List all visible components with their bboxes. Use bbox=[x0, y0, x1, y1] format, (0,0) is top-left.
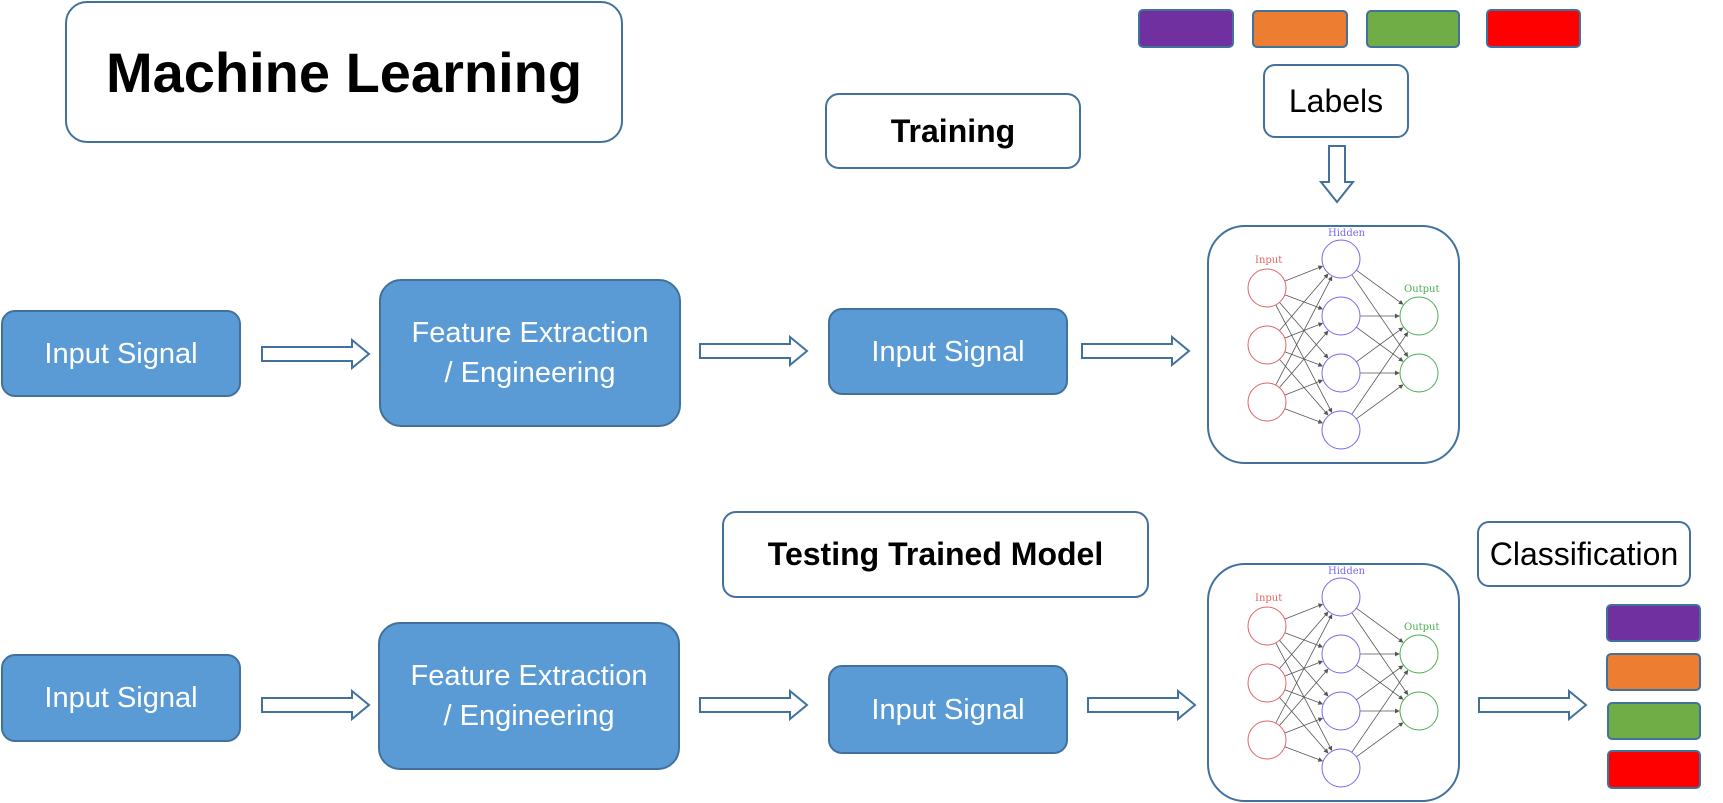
training-nn-edge-hidden-output bbox=[1351, 331, 1409, 415]
training-nn-hidden-node bbox=[1321, 296, 1361, 336]
testing-processed-signal-label: Input Signal bbox=[871, 693, 1025, 726]
testing-nn-edge-hidden-output bbox=[1351, 612, 1409, 696]
testing-arrow-4 bbox=[1478, 688, 1588, 722]
class-swatch-red bbox=[1607, 750, 1701, 789]
class-swatch-purple bbox=[1606, 604, 1701, 642]
testing-nn-edge-input-hidden bbox=[1275, 614, 1333, 724]
testing-nn-edge-input-hidden bbox=[1279, 668, 1329, 726]
testing-nn-output-label: Output bbox=[1404, 622, 1440, 633]
training-nn-hidden-node bbox=[1321, 353, 1361, 393]
training-nn-hidden-node bbox=[1321, 239, 1361, 279]
testing-nn-edge-input-hidden bbox=[1284, 746, 1324, 762]
testing-input-signal-label: Input Signal bbox=[44, 682, 198, 714]
testing-nn-edge-hidden-output bbox=[1356, 665, 1404, 701]
training-nn-edge-input-hidden bbox=[1279, 302, 1329, 359]
testing-neural-network-diagram bbox=[1247, 577, 1439, 788]
testing-heading-box: Testing Trained Model bbox=[722, 511, 1149, 598]
labels-caption-box: Labels bbox=[1263, 64, 1409, 138]
testing-nn-hidden-node bbox=[1321, 634, 1361, 674]
training-nn-edge-input-hidden bbox=[1279, 359, 1329, 416]
training-input-signal-box: Input Signal bbox=[1, 310, 241, 397]
testing-nn-edge-input-hidden bbox=[1279, 697, 1329, 754]
testing-arrow-2 bbox=[699, 688, 809, 722]
labels-caption: Labels bbox=[1288, 82, 1384, 119]
training-nn-hidden-label: Hidden bbox=[1328, 228, 1366, 239]
training-processed-signal-label: Input Signal bbox=[871, 335, 1025, 368]
training-heading-box: Training bbox=[825, 93, 1081, 169]
training-neural-network-diagram bbox=[1247, 239, 1439, 450]
testing-feature-line2: / Engineering bbox=[443, 700, 615, 732]
testing-nn-input-node bbox=[1247, 720, 1287, 760]
page-title: Machine Learning bbox=[105, 40, 583, 104]
training-arrow-3 bbox=[1081, 334, 1191, 368]
training-nn-edge-input-hidden bbox=[1279, 273, 1329, 331]
testing-nn-edge-input-hidden bbox=[1284, 689, 1324, 705]
classification-caption-box: Classification bbox=[1477, 521, 1691, 587]
training-heading: Training bbox=[890, 112, 1016, 149]
training-nn-edge-hidden-output bbox=[1356, 384, 1404, 420]
training-nn-hidden-node bbox=[1321, 410, 1361, 450]
training-nn-edge-hidden-output bbox=[1356, 269, 1404, 305]
testing-feature-extraction-box: Feature Extraction / Engineering bbox=[378, 622, 680, 770]
training-nn-edge-input-hidden bbox=[1279, 330, 1329, 388]
class-swatch-green bbox=[1607, 702, 1701, 740]
testing-arrow-1 bbox=[261, 688, 371, 722]
training-arrow-2 bbox=[699, 334, 809, 368]
testing-input-signal-box: Input Signal bbox=[1, 654, 241, 742]
training-nn-edge-input-hidden bbox=[1284, 379, 1324, 396]
label-swatch-green bbox=[1366, 10, 1460, 48]
testing-nn-edge-hidden-output bbox=[1356, 664, 1404, 700]
training-nn-edge-hidden-output bbox=[1356, 327, 1404, 363]
training-input-signal-label: Input Signal bbox=[44, 337, 198, 370]
training-feature-extraction-box: Feature Extraction / Engineering bbox=[379, 279, 681, 427]
training-arrow-1 bbox=[261, 337, 371, 371]
training-feature-line1: Feature Extraction bbox=[411, 317, 649, 349]
training-nn-output-node bbox=[1399, 296, 1439, 336]
testing-arrow-3 bbox=[1087, 688, 1197, 722]
training-nn-edge-input-hidden bbox=[1284, 351, 1324, 367]
training-nn-edge-input-hidden bbox=[1284, 265, 1324, 282]
label-swatch-orange bbox=[1252, 10, 1348, 48]
training-nn-edge-hidden-output bbox=[1351, 274, 1409, 358]
testing-nn-input-node bbox=[1247, 606, 1287, 646]
training-nn-output-node bbox=[1399, 353, 1439, 393]
classification-caption: Classification bbox=[1489, 535, 1679, 572]
testing-nn-hidden-label: Hidden bbox=[1328, 566, 1366, 577]
testing-nn-edge-hidden-output bbox=[1351, 669, 1409, 753]
training-nn-input-node bbox=[1247, 325, 1287, 365]
testing-nn-input-label: Input bbox=[1255, 593, 1283, 604]
training-nn-output-label: Output bbox=[1404, 284, 1440, 295]
testing-heading: Testing Trained Model bbox=[767, 536, 1104, 572]
testing-nn-edge-hidden-output bbox=[1356, 607, 1404, 643]
label-swatch-purple bbox=[1138, 9, 1234, 48]
testing-nn-input-node bbox=[1247, 663, 1287, 703]
training-nn-edge-hidden-output bbox=[1356, 326, 1404, 362]
testing-nn-output-node bbox=[1399, 634, 1439, 674]
testing-nn-hidden-node bbox=[1321, 691, 1361, 731]
testing-nn-hidden-node bbox=[1321, 577, 1361, 617]
testing-nn-hidden-node bbox=[1321, 748, 1361, 788]
class-swatch-orange bbox=[1606, 653, 1701, 691]
testing-nn-edge-input-hidden bbox=[1284, 603, 1324, 620]
testing-processed-signal-box: Input Signal bbox=[828, 665, 1068, 754]
testing-nn-edge-input-hidden bbox=[1284, 717, 1324, 734]
testing-nn-edge-hidden-output bbox=[1356, 722, 1404, 758]
training-nn-edge-input-hidden bbox=[1275, 276, 1333, 386]
label-swatch-red bbox=[1486, 9, 1581, 48]
training-feature-line2: / Engineering bbox=[444, 357, 616, 389]
training-nn-edge-input-hidden bbox=[1284, 408, 1324, 424]
training-processed-signal-box: Input Signal bbox=[828, 308, 1068, 395]
testing-nn-edge-input-hidden bbox=[1279, 611, 1329, 669]
training-nn-input-node bbox=[1247, 382, 1287, 422]
training-nn-input-label: Input bbox=[1255, 255, 1283, 266]
testing-nn-output-node bbox=[1399, 691, 1439, 731]
testing-nn-edge-input-hidden bbox=[1279, 640, 1329, 697]
title-box: Machine Learning bbox=[65, 1, 623, 143]
labels-down-arrow bbox=[1318, 145, 1356, 204]
training-nn-input-node bbox=[1247, 268, 1287, 308]
testing-feature-line1: Feature Extraction bbox=[410, 660, 648, 692]
